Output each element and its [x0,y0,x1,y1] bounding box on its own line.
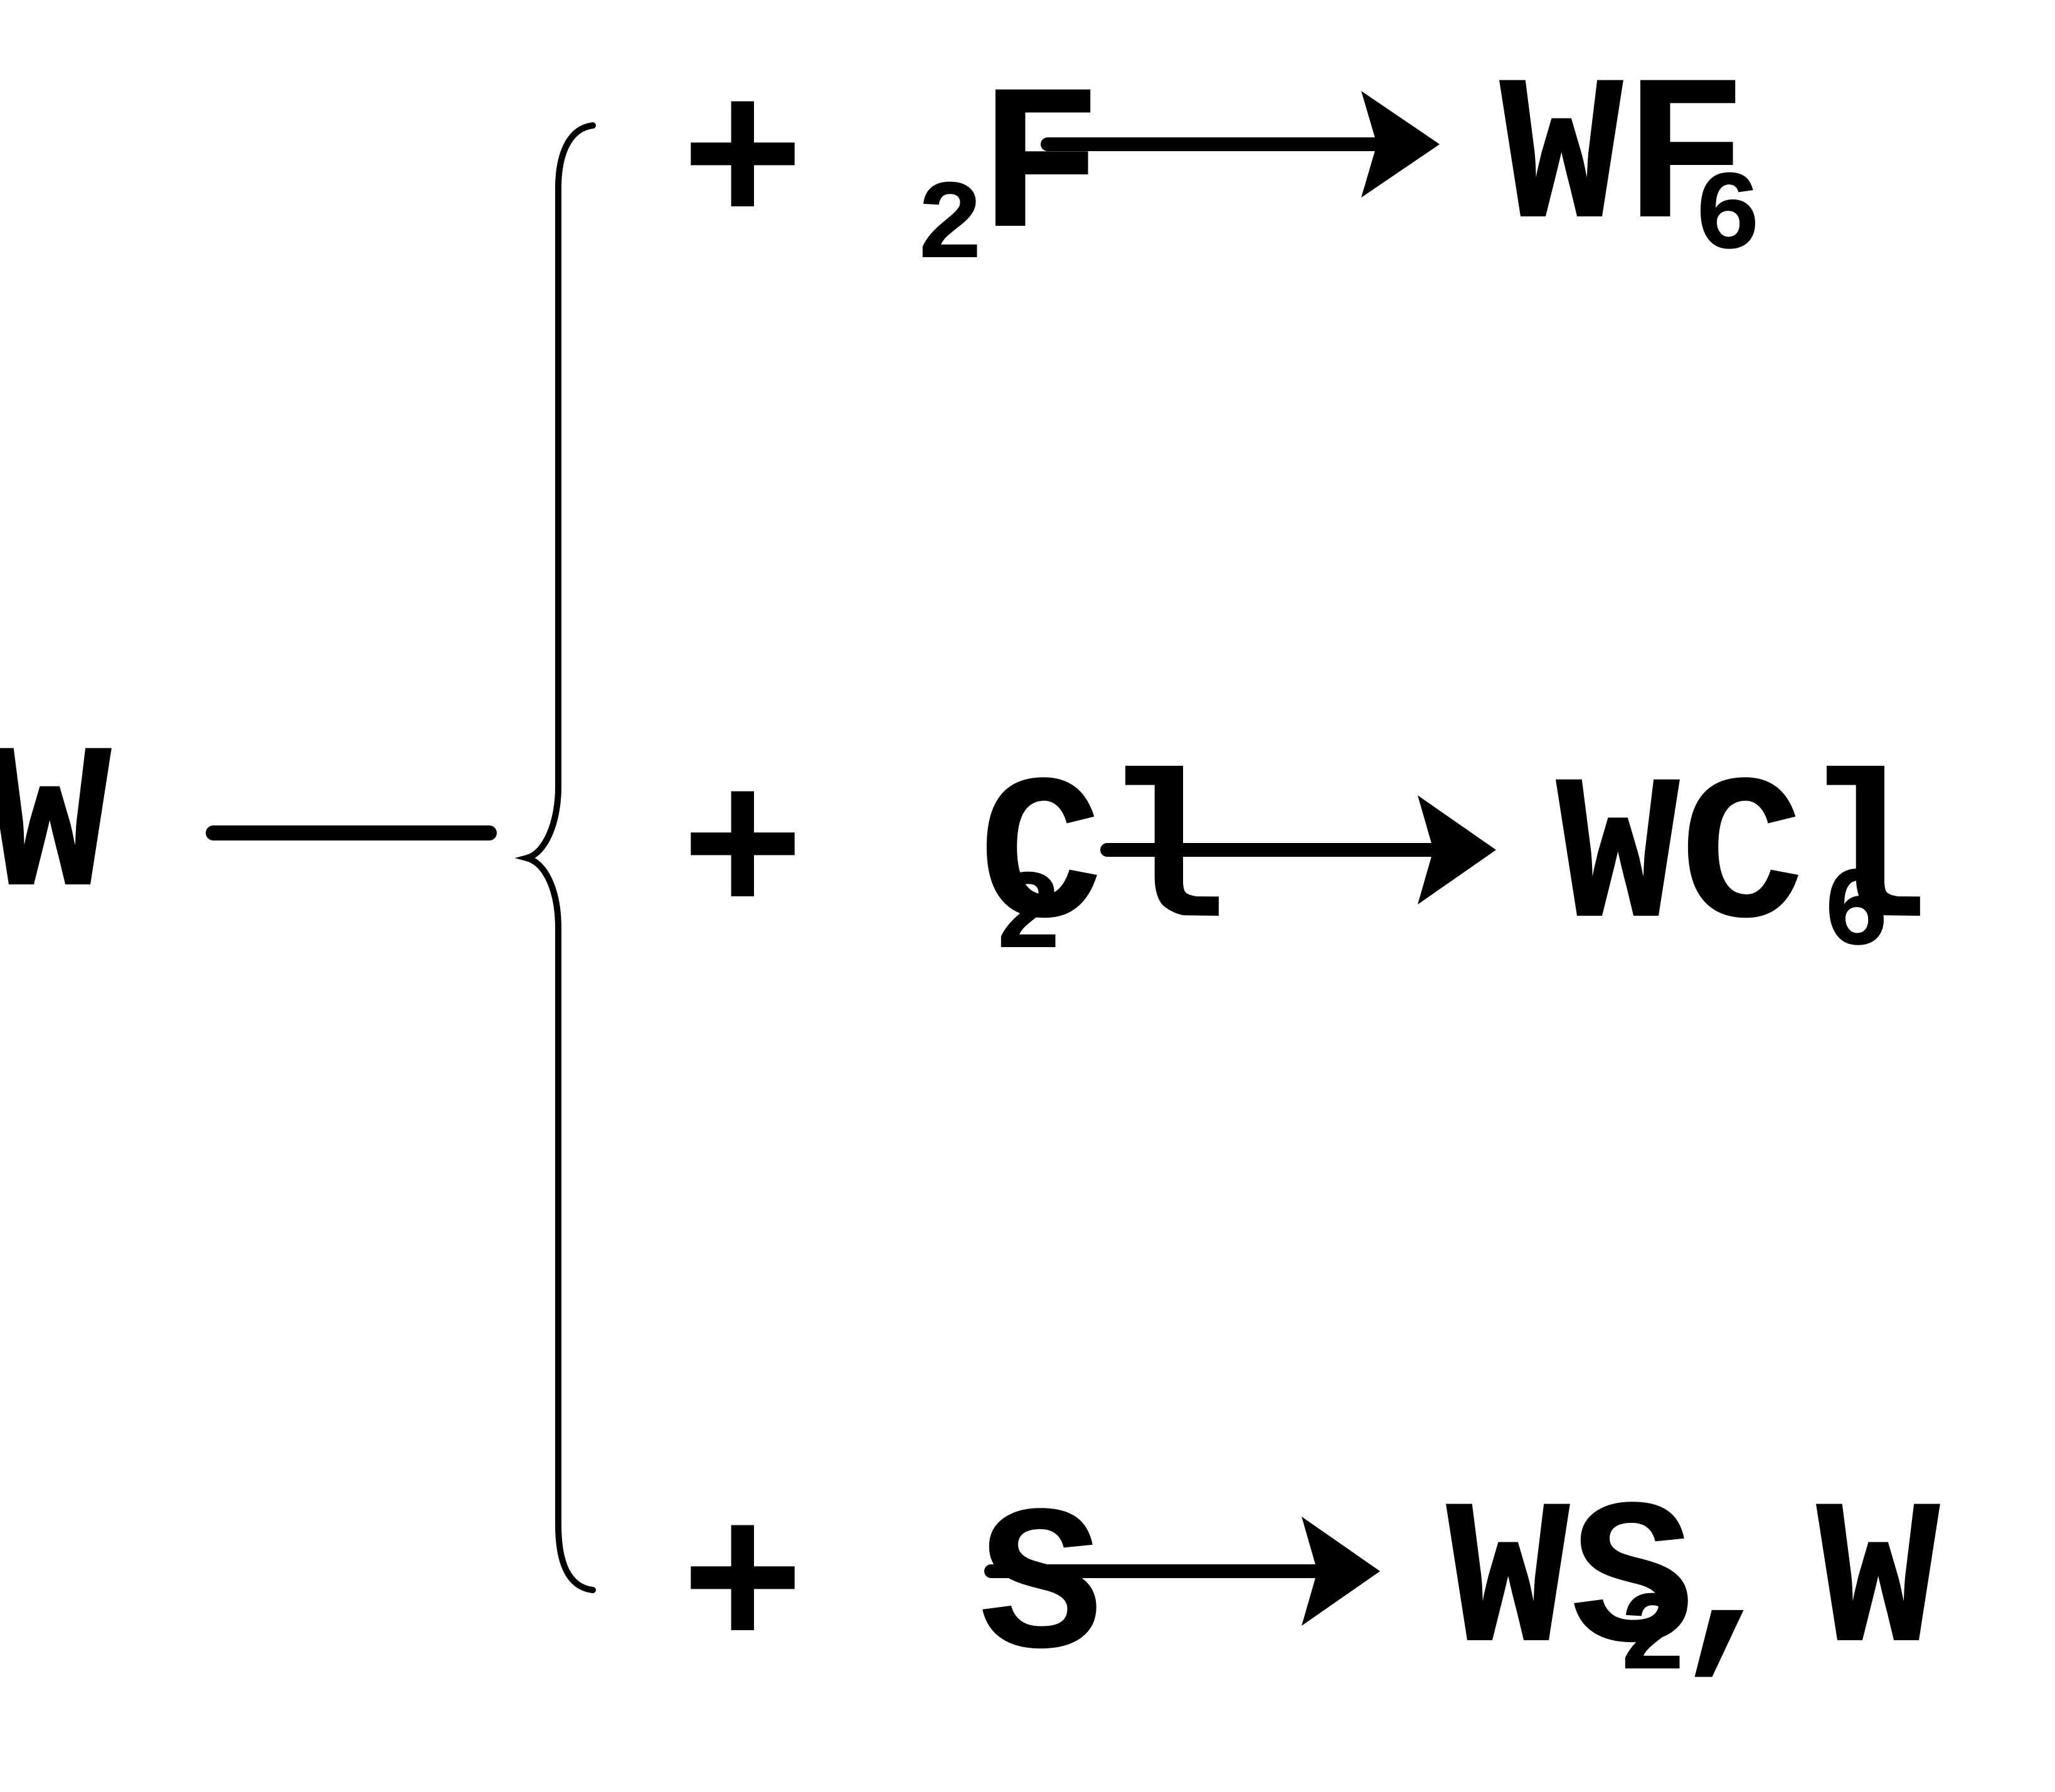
product-subscript: 6 [1694,154,1761,282]
reaction-arrowhead [1361,91,1440,198]
branch-row-fluorine: + 2 F WF 6 [681,45,1761,292]
product-subscript: 2 [1618,1575,1686,1703]
product-separator: , [1669,1468,1793,1703]
reaction-arrowhead [1418,795,1496,904]
reactant-label: W [0,713,114,947]
product-formula: WS [1446,1468,1694,1703]
product-formula: WCl [1556,744,1928,978]
product-formula: W [1816,1468,1942,1703]
product-subscript: 6 [1822,851,1890,978]
reagent-formula: Cl [979,744,1227,978]
plus-operator: + [681,1475,805,1709]
product-formula: WF [1499,45,1748,279]
reagent-formula: S [979,1475,1103,1709]
plus-operator: + [681,51,805,285]
reagent-coefficient: 2 [994,854,1062,982]
branch-brace [514,122,596,1593]
reagent-coefficient: 2 [916,164,984,292]
branch-row-sulfur: + S WS 2 , W [681,1468,1942,1709]
plus-operator: + [681,741,805,975]
reagent-formula: F [979,54,1103,289]
branch-row-chlorine: + 2 Cl WCl 6 [681,741,1928,982]
reaction-arrowhead [1302,1517,1380,1626]
